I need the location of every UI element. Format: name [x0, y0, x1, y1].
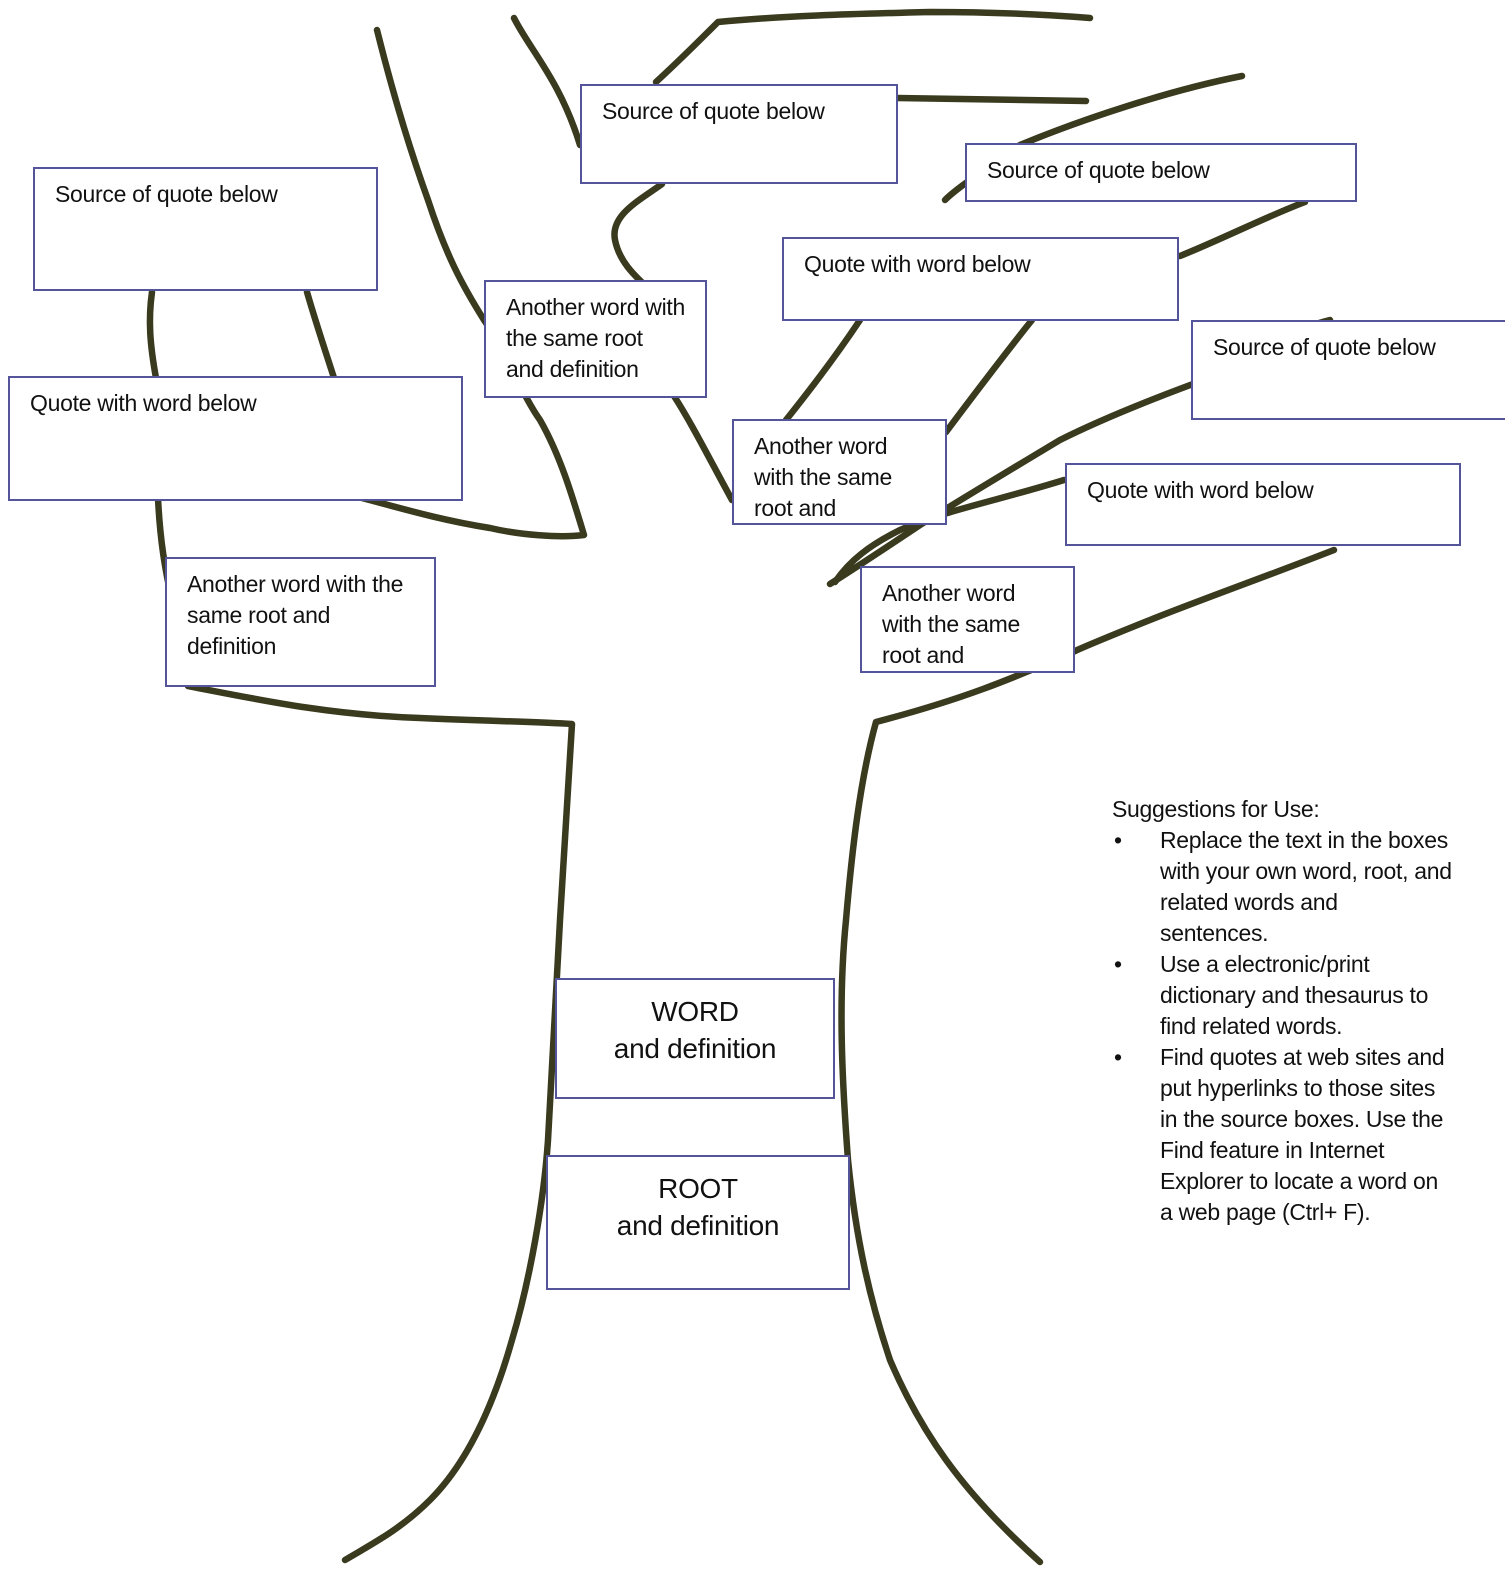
source-box-label: Source of quote below — [602, 98, 825, 124]
suggestions-panel: Suggestions for Use: Replace the text in… — [1112, 794, 1452, 1228]
branch-right-6 — [831, 476, 1068, 586]
branch-right-4 — [942, 316, 1036, 436]
source-box-left[interactable]: Source of quote below — [33, 167, 378, 291]
branch-left-b — [303, 288, 338, 382]
source-box-label: Source of quote below — [55, 181, 278, 207]
quote-box-label: Quote with word below — [1087, 477, 1314, 503]
branch-right-5 — [826, 380, 1197, 588]
another-word-box-left[interactable]: Another word with the same root and defi… — [165, 557, 436, 687]
quote-box-right-upper[interactable]: Quote with word below — [782, 237, 1179, 321]
suggestion-item: Find quotes at web sites and put hyperli… — [1112, 1042, 1452, 1228]
source-box-top-center[interactable]: Source of quote below — [580, 84, 898, 184]
word-title: WORD — [651, 996, 739, 1027]
word-box[interactable]: WORD and definition — [555, 978, 835, 1099]
root-box[interactable]: ROOT and definition — [546, 1155, 850, 1290]
another-word-label: Another word with the same root and defi… — [506, 294, 685, 382]
quote-box-label: Quote with word below — [30, 390, 257, 416]
branch-right-2 — [1176, 198, 1309, 260]
branch-left-tall — [358, 26, 588, 540]
suggestions-list: Replace the text in the boxes with your … — [1112, 825, 1452, 1228]
source-box-top-right[interactable]: Source of quote below — [965, 143, 1357, 202]
another-word-label: Another word with the same root and — [882, 580, 1020, 668]
root-definition-label: and definition — [616, 1210, 780, 1241]
quote-box-label: Quote with word below — [804, 251, 1031, 277]
quote-box-left[interactable]: Quote with word below — [8, 376, 463, 501]
source-box-label: Source of quote below — [987, 157, 1210, 183]
branch-center-c — [668, 389, 736, 504]
suggestions-heading: Suggestions for Use: — [1112, 796, 1320, 822]
branch-left-a — [146, 288, 160, 382]
branch-center-b — [611, 180, 666, 294]
root-title: ROOT — [658, 1173, 738, 1204]
source-box-label: Source of quote below — [1213, 334, 1436, 360]
suggestion-item: Use a electronic/print dictionary and th… — [1112, 949, 1452, 1042]
quote-box-right-lower[interactable]: Quote with word below — [1065, 463, 1461, 546]
branch-right-3 — [782, 316, 864, 424]
source-box-far-right[interactable]: Source of quote below — [1191, 320, 1505, 420]
another-word-label: Another word with the same root and defi… — [187, 571, 404, 659]
another-word-label: Another word with the same root and — [754, 433, 892, 521]
another-word-box-right[interactable]: Another word with the same root and — [860, 566, 1075, 673]
trunk-left-edge — [184, 682, 576, 1564]
branch-top-2 — [893, 94, 1090, 105]
trunk-right-edge — [838, 647, 1079, 1566]
another-word-box-mid[interactable]: Another word with the same root and — [732, 419, 947, 525]
word-definition-label: and definition — [613, 1033, 777, 1064]
suggestion-item: Replace the text in the boxes with your … — [1112, 825, 1452, 949]
another-word-box-center[interactable]: Another word with the same root and defi… — [484, 280, 707, 398]
branch-right-8 — [1071, 546, 1338, 655]
branch-center-a — [510, 14, 584, 149]
branch-top-1 — [652, 8, 1094, 86]
